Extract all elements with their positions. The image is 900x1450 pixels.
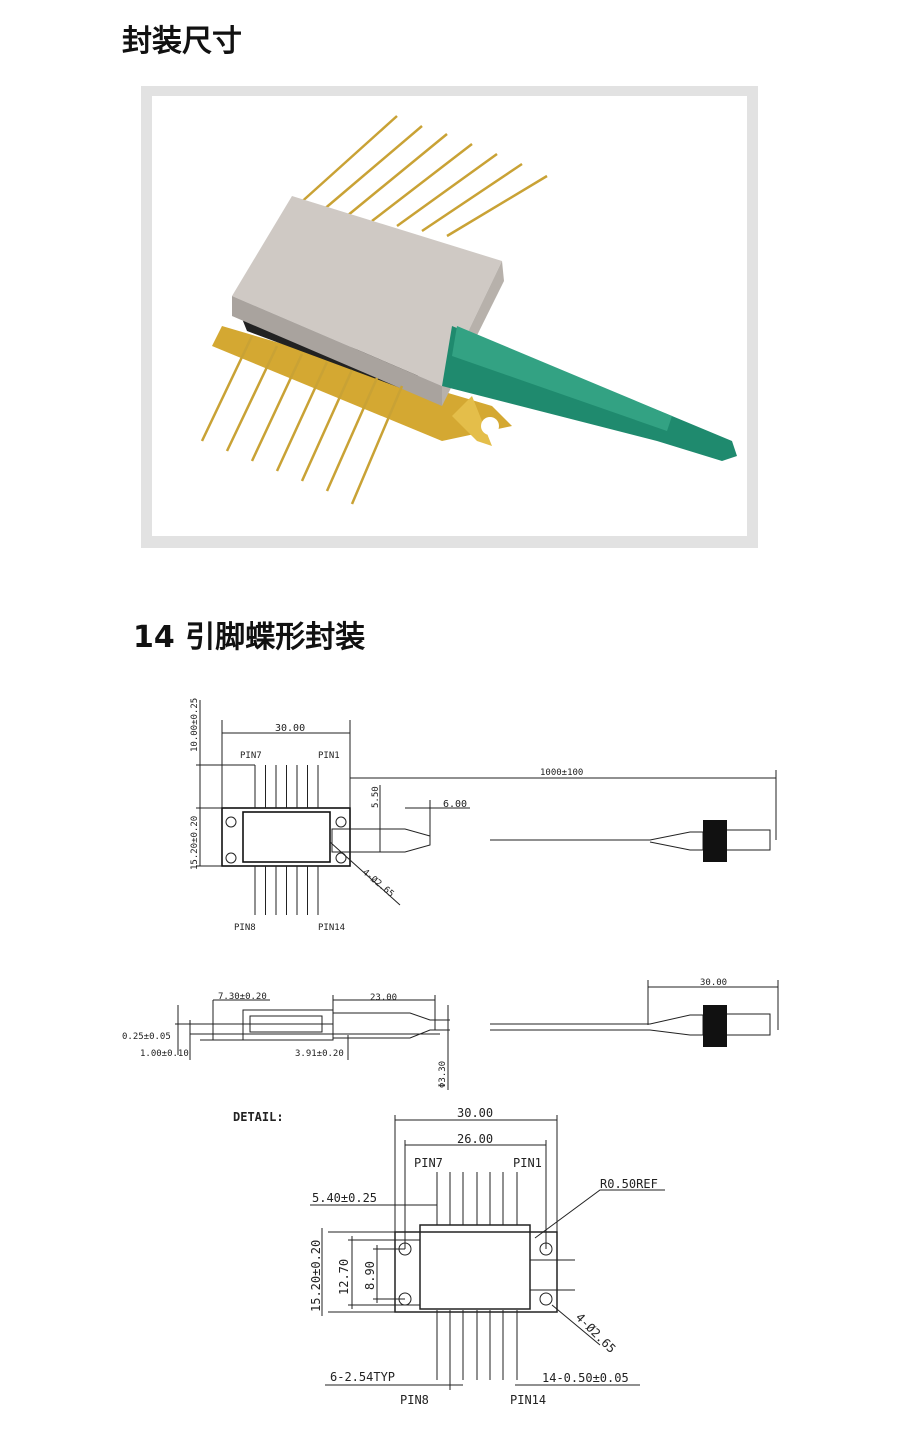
dimension-drawing: 30.00 10.00±0.25 15.20±0.20 5.50 6.00 10… (122, 698, 779, 1407)
bottom-pins (200, 335, 404, 505)
connector-nut (703, 820, 727, 862)
label-pin1: PIN1 (318, 751, 340, 761)
dim-pin-length: 10.00±0.25 (190, 698, 200, 752)
dim-height: 7.30±0.20 (218, 992, 267, 1002)
detail-label: DETAIL: (233, 1110, 284, 1124)
dim-body-height: 15.20±0.20 (190, 816, 200, 870)
dim-hole-vertical: 8.90 (363, 1261, 377, 1290)
dim-pin-thickness: 0.25±0.05 (122, 1032, 171, 1042)
dim-connector-length: 30.00 (700, 978, 727, 988)
dim-flange-height: 3.91±0.20 (295, 1049, 344, 1059)
butterfly-module-image (200, 115, 737, 505)
label-pin8: PIN8 (234, 923, 256, 933)
dim-boot-length: 23.00 (370, 993, 397, 1003)
dim-body-height: 12.70 (337, 1259, 351, 1295)
dim-fiber-diameter: Φ3.30 (438, 1061, 448, 1088)
dim-pin-offset: 1.00±0.10 (140, 1049, 189, 1059)
detail-view: DETAIL: 30.00 26.00 PIN7 PIN1 R0.50REF 5… (233, 1106, 665, 1407)
label-pin7: PIN7 (240, 751, 262, 761)
dim-boot-tip: 6.00 (443, 799, 467, 810)
label-pin1: PIN1 (513, 1156, 542, 1170)
top-pins (296, 115, 548, 238)
package-type-title: 14 引脚蝶形封装 (133, 620, 366, 655)
dim-pin-width: 14-0.50±0.05 (542, 1371, 629, 1385)
dim-width: 30.00 (275, 723, 305, 734)
dim-pin-inset: 5.40±0.25 (312, 1191, 377, 1205)
dim-width: 30.00 (457, 1106, 493, 1120)
top-view: 30.00 10.00±0.25 15.20±0.20 5.50 6.00 10… (190, 698, 777, 933)
side-view: 7.30±0.20 23.00 30.00 0.25±0.05 1.00±0.1… (122, 978, 779, 1090)
dim-radius: R0.50REF (600, 1177, 658, 1191)
dim-fiber-length: 1000±100 (540, 768, 583, 778)
dim-pitch: 6-2.54TYP (330, 1370, 395, 1384)
connector-nut (703, 1005, 727, 1047)
dim-hole-spacing: 26.00 (457, 1132, 493, 1146)
dim-holes: 4-Ø2.65 (360, 867, 396, 900)
gold-flange (212, 326, 512, 441)
label-pin8: PIN8 (400, 1393, 429, 1407)
label-pin14: PIN14 (318, 923, 345, 933)
package-size-title: 封装尺寸 (122, 24, 242, 59)
dim-fiber-offset: 5.50 (371, 786, 381, 808)
label-pin14: PIN14 (510, 1393, 546, 1407)
dim-holes: 4-Ø2.65 (573, 1310, 619, 1356)
dim-height: 15.20±0.20 (309, 1240, 323, 1312)
label-pin7: PIN7 (414, 1156, 443, 1170)
module-lid (232, 196, 502, 386)
product-photo (141, 86, 758, 548)
